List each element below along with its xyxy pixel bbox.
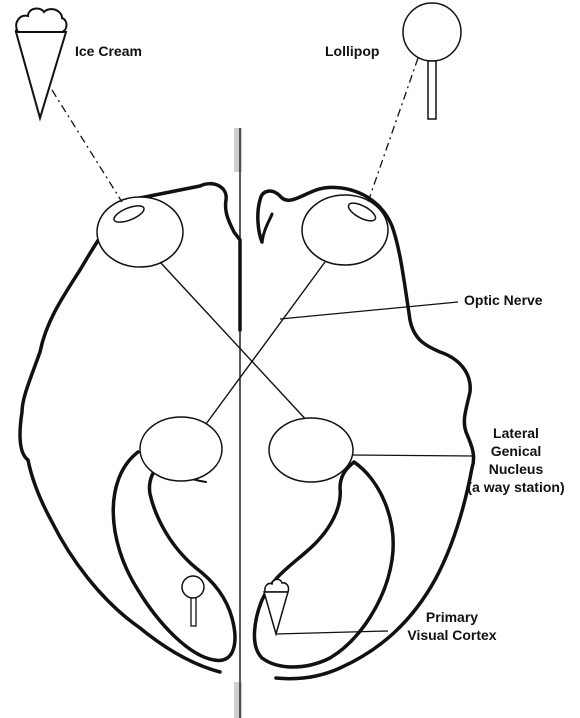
right-frontal-notch bbox=[262, 214, 272, 242]
optic-nerve-right-to-left bbox=[206, 262, 325, 424]
optic-nerve-leader bbox=[280, 302, 458, 319]
right-occipital-loop bbox=[254, 462, 393, 667]
ice-cream-sightline bbox=[52, 90, 122, 202]
left-occipital-loop bbox=[113, 452, 235, 660]
lollipop-stick bbox=[428, 61, 436, 119]
midline-shadow-bottom bbox=[234, 682, 242, 718]
label-lateral-geniculate-nucleus: Lateral Genical Nucleus (a way station) bbox=[456, 424, 576, 496]
label-lollipop: Lollipop bbox=[325, 42, 379, 60]
cortex-ice-cream-cone bbox=[264, 592, 288, 634]
ice-cream-scoop bbox=[16, 9, 67, 32]
lgn-line-4: (a way station) bbox=[456, 478, 576, 496]
cortex-ice-cream-scoop bbox=[265, 579, 289, 592]
label-ice-cream: Ice Cream bbox=[75, 42, 142, 60]
optic-nerve-left-to-right bbox=[160, 262, 310, 424]
lgn-line-1: Lateral bbox=[456, 424, 576, 442]
cortex-leader bbox=[276, 631, 388, 634]
lollipop-sightline bbox=[368, 58, 418, 202]
cortex-line-2: Visual Cortex bbox=[382, 626, 522, 644]
lollipop-candy bbox=[403, 3, 461, 61]
cortex-line-1: Primary bbox=[382, 608, 522, 626]
right-eye bbox=[302, 195, 388, 265]
right-lateral-geniculate-nucleus bbox=[269, 418, 353, 482]
label-optic-nerve: Optic Nerve bbox=[464, 291, 543, 309]
label-primary-visual-cortex: Primary Visual Cortex bbox=[382, 608, 522, 644]
ice-cream-cone bbox=[16, 32, 66, 118]
lgn-line-2: Genical bbox=[456, 442, 576, 460]
midline-shadow-top bbox=[234, 128, 242, 172]
cortex-lollipop-candy bbox=[182, 576, 204, 598]
left-lateral-geniculate-nucleus bbox=[140, 417, 222, 481]
cortex-lollipop-stick bbox=[191, 598, 196, 626]
lgn-line-3: Nucleus bbox=[456, 460, 576, 478]
